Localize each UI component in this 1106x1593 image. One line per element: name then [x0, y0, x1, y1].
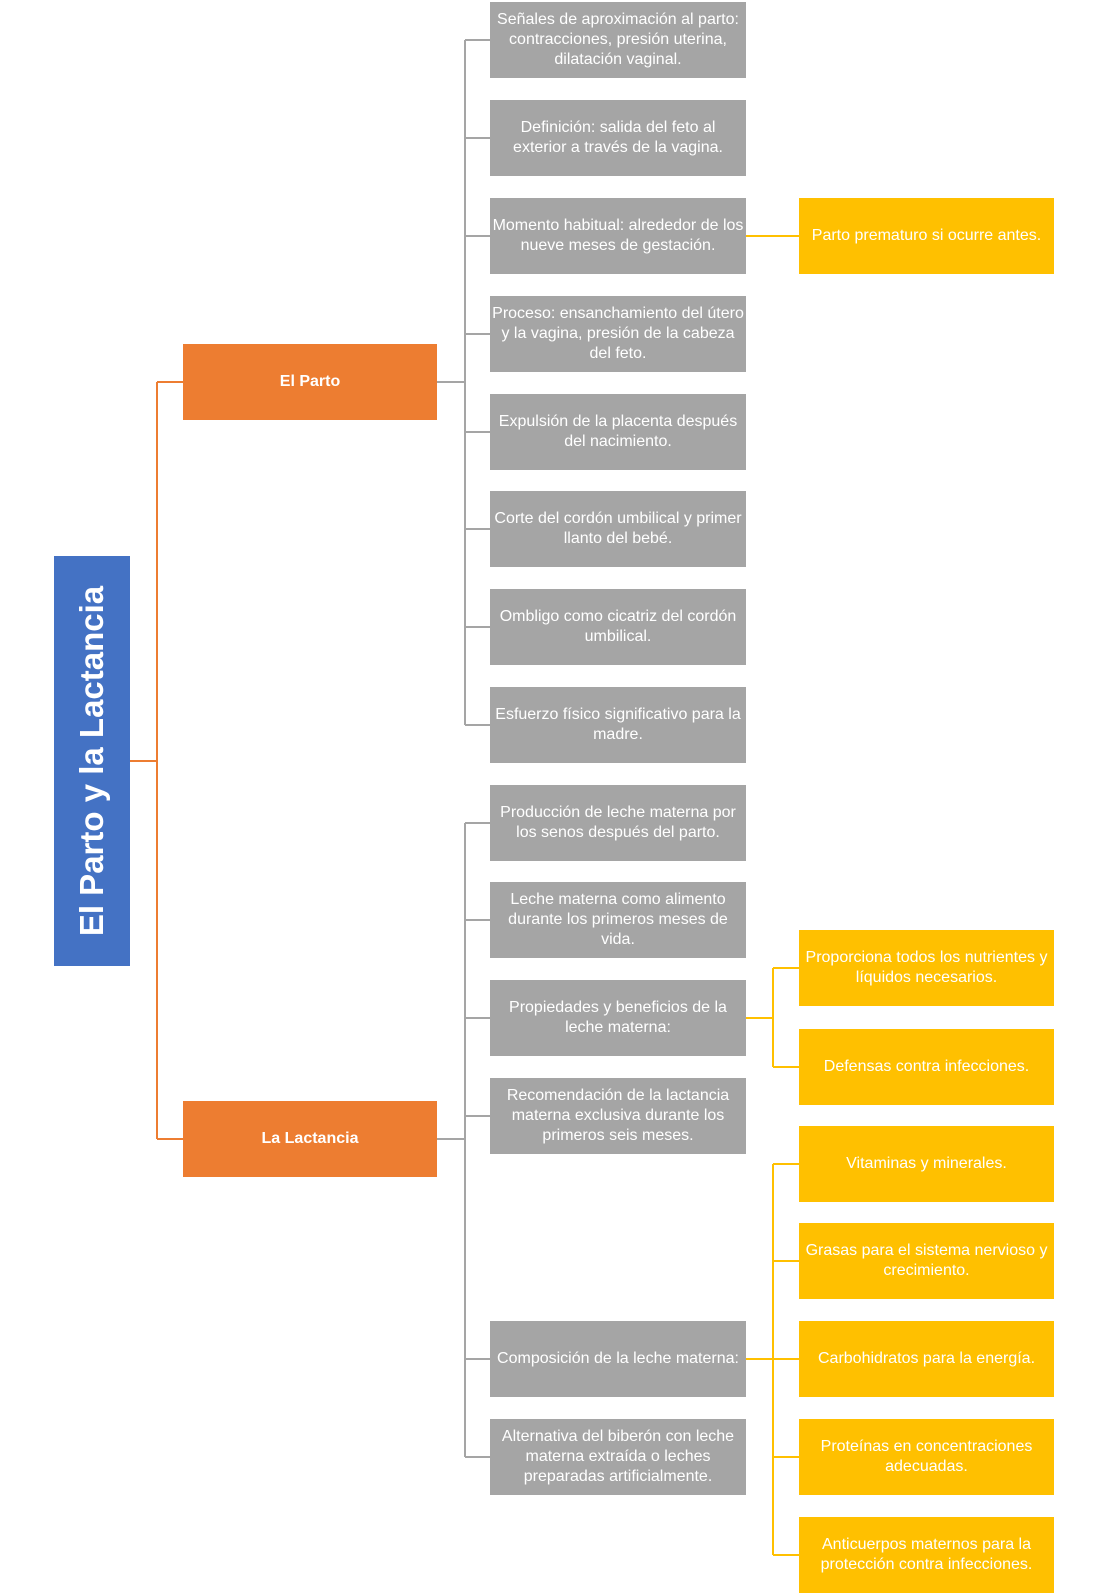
item-text: Ombligo como cicatriz del cordón umbilic…: [499, 608, 737, 645]
sub-text: Vitaminas y minerales.: [846, 1155, 1007, 1172]
item-corte-cordon[interactable]: Corte del cordón umbilical y primer llan…: [490, 491, 746, 567]
sub-proteinas[interactable]: Proteínas en concentraciones adecuadas.: [799, 1419, 1054, 1495]
branch-la-lactancia[interactable]: La Lactancia: [183, 1101, 437, 1177]
item-text: Alternativa del biberón con leche matern…: [501, 1428, 735, 1485]
connector-composicion: [746, 1163, 799, 1556]
connector-branch-la-lactancia: [437, 822, 490, 1458]
sub-text: Proteínas en concentraciones adecuadas.: [820, 1438, 1033, 1475]
item-recomendacion-lactancia[interactable]: Recomendación de la lactancia materna ex…: [490, 1078, 746, 1154]
connector-root-to-branches: [130, 381, 183, 1140]
item-expulsion-placenta[interactable]: Expulsión de la placenta después del nac…: [490, 394, 746, 470]
sub-vitaminas-minerales[interactable]: Vitaminas y minerales.: [799, 1126, 1054, 1202]
item-alternativa-biberon[interactable]: Alternativa del biberón con leche matern…: [490, 1419, 746, 1495]
item-text: Producción de leche materna por los seno…: [500, 804, 736, 841]
item-text: Señales de aproximación al parto: contra…: [497, 11, 739, 68]
sub-text: Anticuerpos maternos para la protección …: [820, 1536, 1033, 1573]
sub-anticuerpos[interactable]: Anticuerpos maternos para la protección …: [799, 1517, 1054, 1593]
sub-carbohidratos[interactable]: Carbohidratos para la energía.: [799, 1321, 1054, 1397]
item-text: Expulsión de la placenta después del nac…: [498, 413, 738, 450]
item-text: Esfuerzo físico significativo para la ma…: [495, 706, 741, 743]
item-text: Momento habitual: alrededor de los nueve…: [492, 217, 744, 254]
item-text: Corte del cordón umbilical y primer llan…: [494, 510, 742, 547]
sub-text: Parto prematuro si ocurre antes.: [811, 227, 1042, 244]
item-propiedades-beneficios[interactable]: Propiedades y beneficios de la leche mat…: [490, 980, 746, 1056]
item-proceso[interactable]: Proceso: ensanchamiento del útero y la v…: [490, 296, 746, 372]
item-leche-alimento[interactable]: Leche materna como alimento durante los …: [490, 882, 746, 958]
item-text: Propiedades y beneficios de la leche mat…: [509, 999, 727, 1036]
item-text: Proceso: ensanchamiento del útero y la v…: [492, 305, 744, 362]
root-title: El Parto y la Lactancia: [73, 585, 111, 937]
sub-defensas-infecciones[interactable]: Defensas contra infecciones.: [799, 1029, 1054, 1105]
item-text: Recomendación de la lactancia materna ex…: [506, 1087, 730, 1144]
item-definicion[interactable]: Definición: salida del feto al exterior …: [490, 100, 746, 176]
sub-grasas[interactable]: Grasas para el sistema nervioso y crecim…: [799, 1223, 1054, 1299]
root-node[interactable]: El Parto y la Lactancia: [54, 556, 130, 966]
sub-text: Proporciona todos los nutrientes y líqui…: [805, 949, 1048, 986]
sub-text: Defensas contra infecciones.: [823, 1058, 1030, 1075]
item-senales-aproximacion[interactable]: Señales de aproximación al parto: contra…: [490, 2, 746, 78]
sub-nutrientes-liquidos[interactable]: Proporciona todos los nutrientes y líqui…: [799, 930, 1054, 1006]
item-ombligo[interactable]: Ombligo como cicatriz del cordón umbilic…: [490, 589, 746, 665]
branch-el-parto[interactable]: El Parto: [183, 344, 437, 420]
item-composicion-leche[interactable]: Composición de la leche materna:: [490, 1321, 746, 1397]
item-text: Leche materna como alimento durante los …: [508, 891, 728, 948]
sub-text: Carbohidratos para la energía.: [817, 1350, 1036, 1367]
item-produccion-leche[interactable]: Producción de leche materna por los seno…: [490, 785, 746, 861]
item-text: Definición: salida del feto al exterior …: [513, 119, 723, 156]
connector-branch-el-parto: [437, 39, 490, 726]
branch-label: El Parto: [279, 373, 341, 390]
sub-parto-prematuro[interactable]: Parto prematuro si ocurre antes.: [799, 198, 1054, 274]
sub-text: Grasas para el sistema nervioso y crecim…: [805, 1242, 1048, 1279]
item-text: Composición de la leche materna:: [497, 1350, 739, 1367]
item-momento-habitual[interactable]: Momento habitual: alrededor de los nueve…: [490, 198, 746, 274]
branch-label: La Lactancia: [261, 1130, 359, 1147]
item-esfuerzo-fisico[interactable]: Esfuerzo físico significativo para la ma…: [490, 687, 746, 763]
connector-propiedades: [746, 967, 799, 1068]
